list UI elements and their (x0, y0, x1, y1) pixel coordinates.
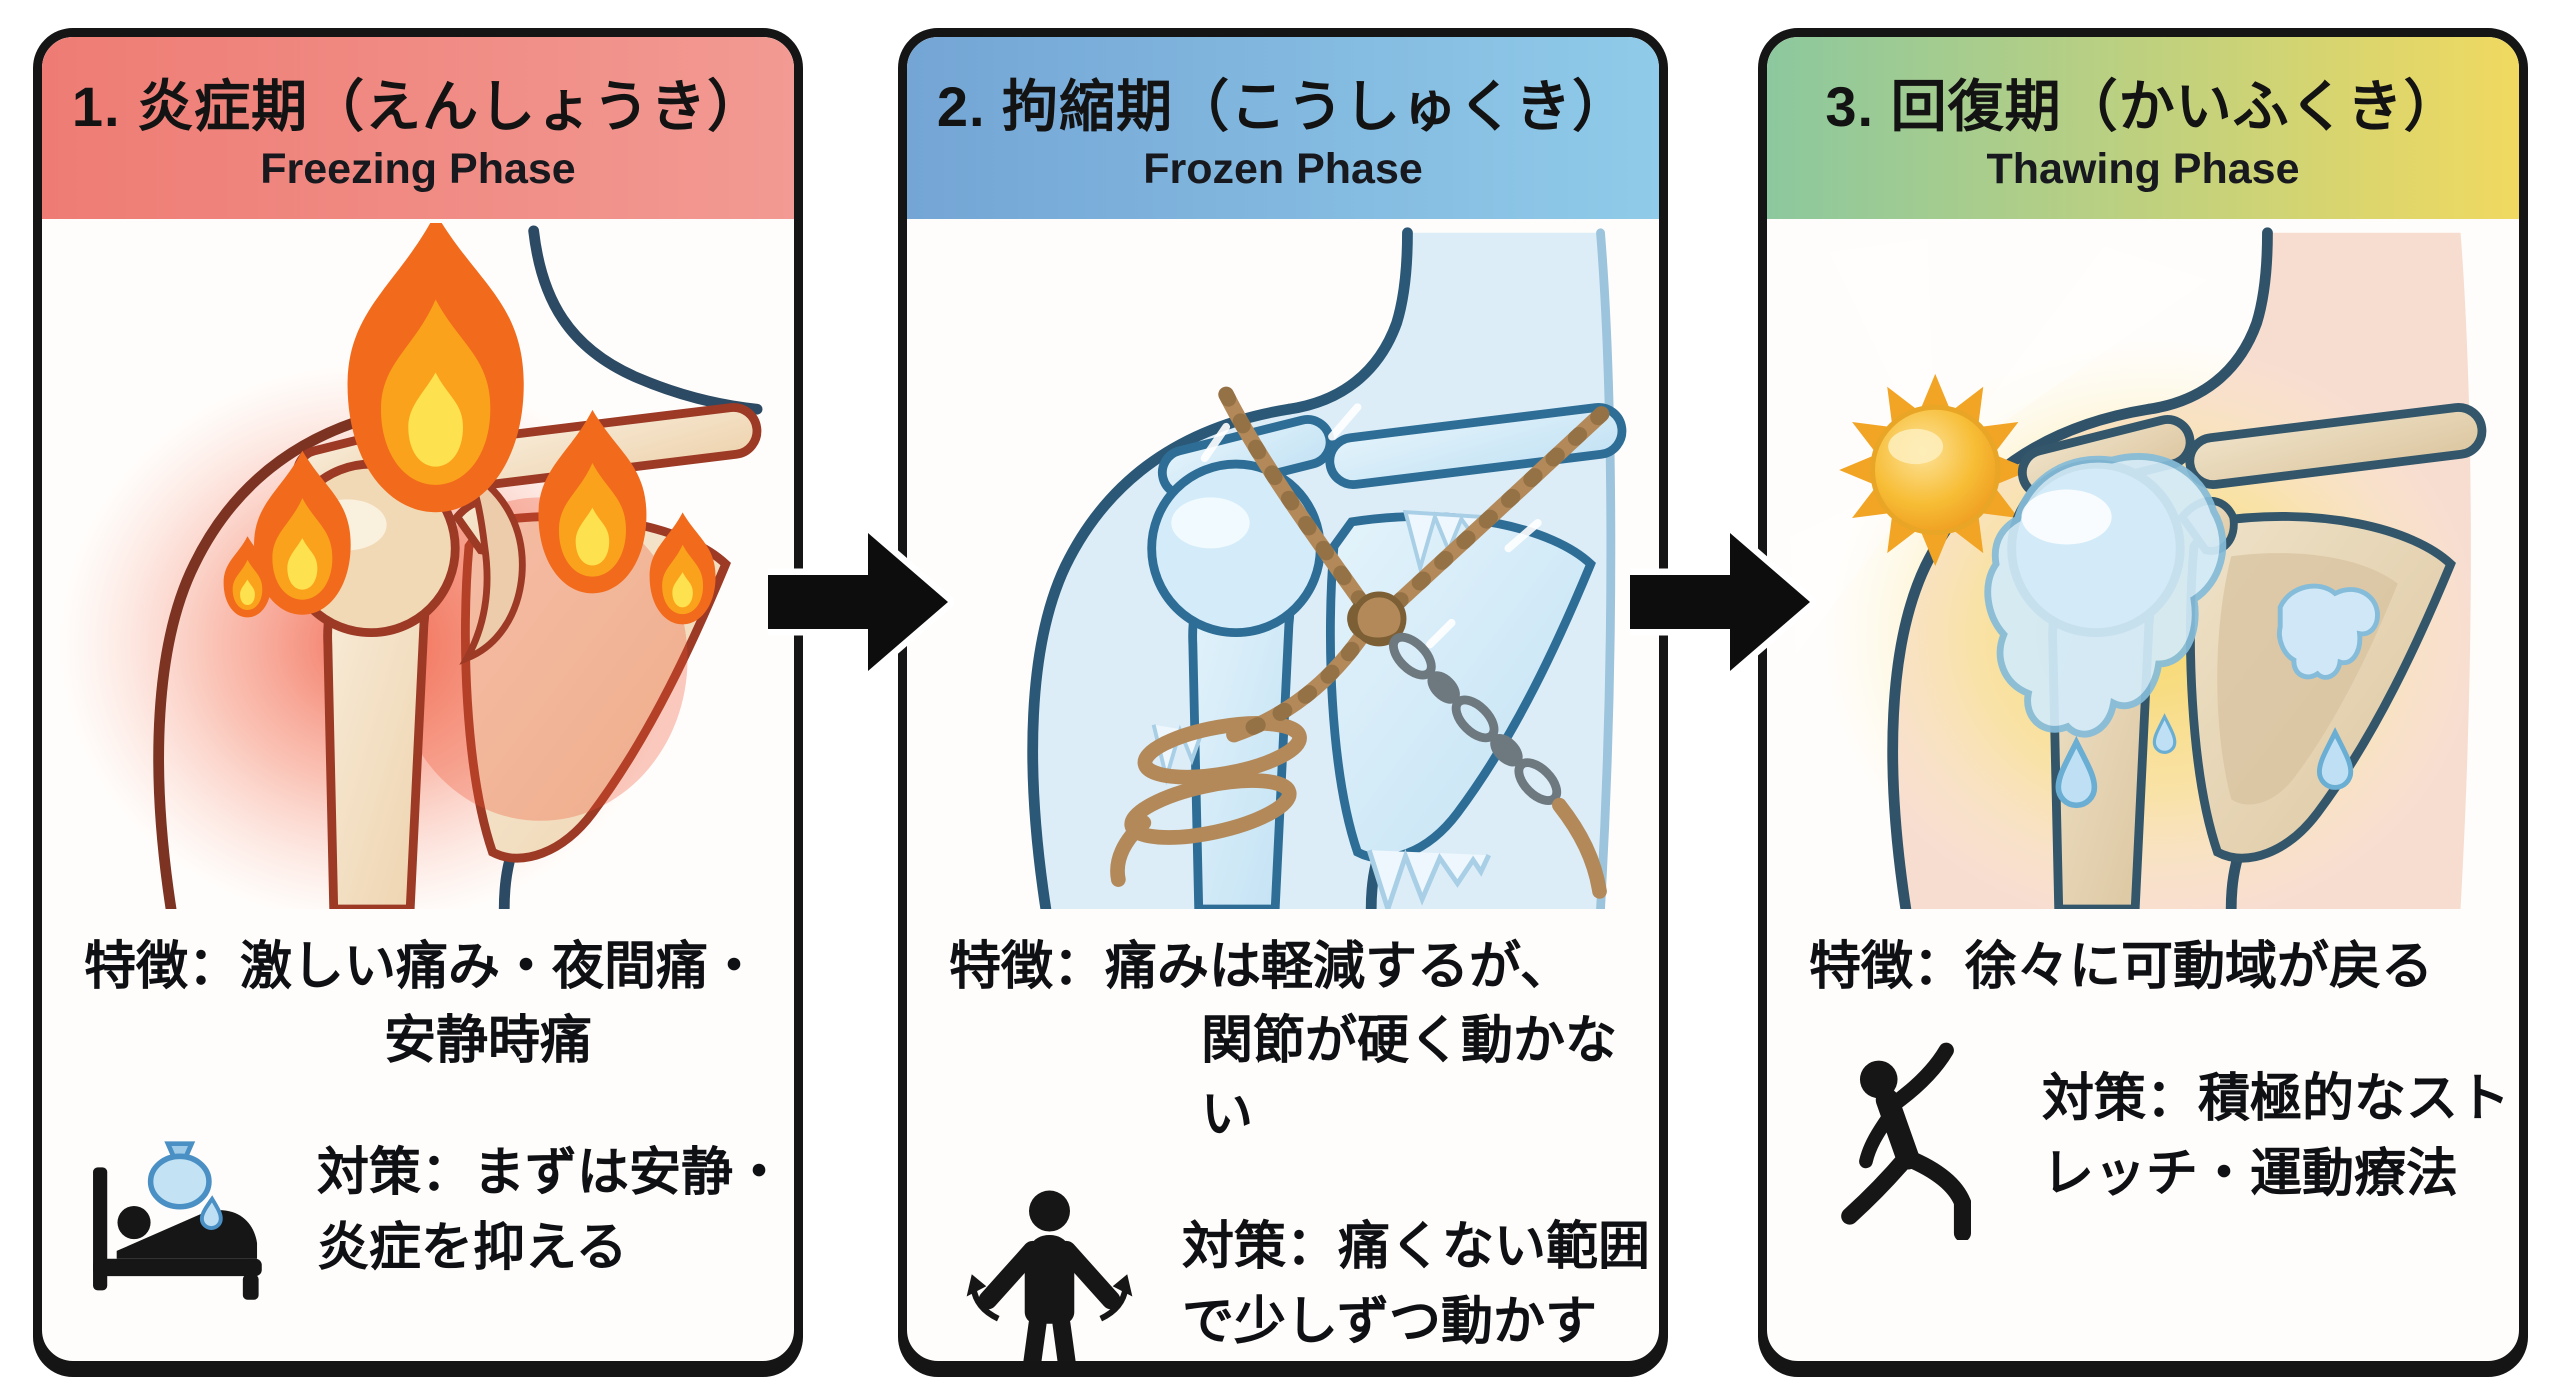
ice-sparkles (1200, 403, 1542, 649)
panel-header: 1. 炎症期（えんしょうき） Freezing Phase (42, 37, 794, 219)
sunny-shoulder-svg (1790, 227, 2487, 909)
panel-freezing-phase: 1. 炎症期（えんしょうき） Freezing Phase (33, 28, 803, 1370)
arrow-svg (761, 518, 958, 686)
feature-line2: 安静時痛 (384, 1011, 593, 1070)
rope-end (1552, 797, 1607, 899)
neck-outline (1283, 227, 1413, 415)
flame-icon (347, 223, 524, 513)
ice-highlight (1171, 497, 1250, 549)
feature-line1: 特徴：徐々に可動域が戻る (1809, 938, 2434, 996)
panel-header: 2. 拘縮期（こうしゅくき） Frozen Phase (907, 37, 1659, 219)
rope-twist-texture (1218, 386, 1610, 743)
rope-loop (1137, 716, 1307, 785)
measure-line2: レッチ・運動療法 (2042, 1145, 2459, 1204)
panel-subtitle-en: Frozen Phase (1143, 145, 1423, 193)
sun-ray-beam (1935, 246, 2208, 470)
feature-line2: 関節が硬く動かない (1201, 1011, 1618, 1144)
frozen-shoulder-illustration (907, 223, 1659, 909)
feature-line1: 特徴：激しい痛み・夜間痛・ (84, 938, 761, 996)
bed-rest-ice-pack-icon (82, 1109, 287, 1314)
bed-icon-svg (93, 1140, 262, 1300)
feature-text: 特徴：痛みは軽減するが、 関節が硬く動かない (907, 931, 1659, 1152)
rope-knot (1351, 591, 1407, 647)
feature-line1: 特徴：痛みは軽減するが、 (949, 938, 1572, 996)
melting-ice-patch (2277, 583, 2380, 680)
right-arrow-icon (1623, 518, 1820, 686)
clavicle-bone-iced (1325, 403, 1627, 489)
person-icon-svg (966, 1191, 1133, 1361)
thawing-shoulder-illustration (1767, 223, 2519, 909)
measure-line2: 炎症を抑える (317, 1219, 628, 1278)
arrow-svg (1623, 518, 1820, 686)
torso-outline (1596, 228, 1616, 909)
stretch-icon-svg (1841, 1042, 1971, 1240)
neck-outline (2143, 227, 2273, 415)
panel-frozen-phase: 2. 拘縮期（こうしゅくき） Frozen Phase (898, 28, 1668, 1370)
rope-end (1110, 815, 1152, 887)
ice-highlight (2021, 489, 2112, 545)
panel-subtitle-en: Freezing Phase (260, 145, 576, 193)
feature-text: 特徴：激しい痛み・夜間痛・ 安静時痛 (42, 931, 794, 1079)
chain (1389, 632, 1562, 805)
panel-header: 3. 回復期（かいふくき） Thawing Phase (1767, 37, 2519, 219)
clavicle-bone (2185, 403, 2487, 489)
measure-text: 対策：積極的なスト レッチ・運動療法 (2042, 1062, 2510, 1213)
panel-title: 1. 炎症期（えんしょうき） (71, 75, 765, 138)
glenoid-socket (459, 461, 526, 665)
measure-text: 対策：まずは安静・ 炎症を抑える (317, 1136, 785, 1287)
stretching-person-icon (1807, 1035, 2012, 1240)
humeral-head-iced (1147, 459, 1325, 638)
arm-outline (1027, 403, 1295, 909)
measure-line1: 対策：まずは安静・ (317, 1143, 786, 1202)
measure-row: 対策：積極的なスト レッチ・運動療法 (1767, 1035, 2519, 1240)
feature-text: 特徴：徐々に可動域が戻る (1767, 931, 2519, 1005)
panel-thawing-phase: 3. 回復期（かいふくき） Thawing Phase (1758, 28, 2528, 1370)
rope-knot-detail (1347, 603, 1402, 644)
arrow-shape (1623, 518, 1820, 686)
measure-row: 対策：痛くない範囲 で少しずつ動かす (907, 1182, 1659, 1361)
neck-outline (528, 225, 763, 415)
arm-outline (153, 401, 422, 909)
icicles (1366, 848, 1492, 909)
range-of-motion-person-icon (947, 1182, 1152, 1361)
right-arrow-icon (761, 518, 958, 686)
sun-icon (1839, 373, 2032, 566)
inflamed-shoulder-illustration (42, 223, 794, 909)
measure-line1: 対策：痛くない範囲 (1182, 1217, 1651, 1276)
panel-title: 3. 回復期（かいふくき） (1825, 75, 2461, 138)
panel-title: 2. 拘縮期（こうしゅくき） (936, 75, 1630, 138)
measure-row: 対策：まずは安静・ 炎症を抑える (42, 1109, 794, 1314)
icy-shoulder-svg (1027, 227, 1627, 909)
arrow-shape (761, 518, 958, 686)
measure-line1: 対策：積極的なスト (2042, 1069, 2511, 1128)
measure-text: 対策：痛くない範囲 で少しずつ動かす (1182, 1210, 1650, 1361)
measure-line2: で少しずつ動かす (1182, 1292, 1597, 1351)
flaming-shoulder-svg (60, 223, 763, 909)
arm-outline (1887, 403, 2155, 909)
panel-subtitle-en: Thawing Phase (1986, 145, 2300, 193)
